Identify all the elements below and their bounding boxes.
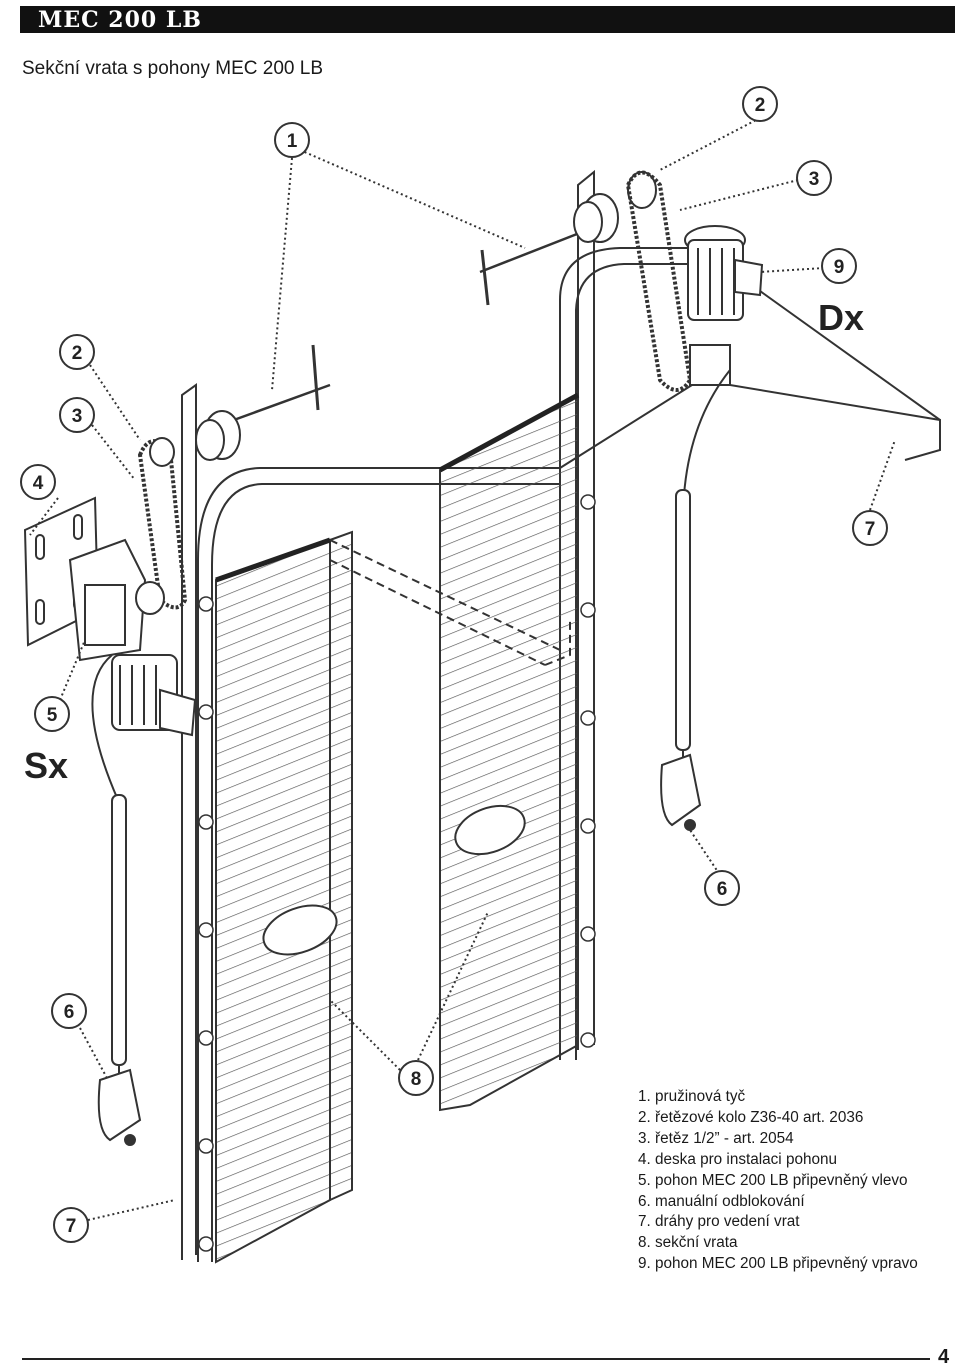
callout-3-left: 3 bbox=[72, 406, 83, 427]
callout-5: 5 bbox=[47, 705, 58, 726]
callout-7-left: 7 bbox=[66, 1216, 77, 1237]
callout-1: 1 bbox=[287, 131, 298, 152]
callout-6-right: 6 bbox=[717, 879, 728, 900]
callout-leaders bbox=[29, 117, 896, 1221]
callout-6-left: 6 bbox=[64, 1002, 75, 1023]
right-release-handle bbox=[660, 369, 731, 831]
legend-item-2: 2. řetězové kolo Z36-40 art. 2036 bbox=[638, 1108, 864, 1126]
horizontal-track bbox=[329, 247, 941, 666]
left-guide-rails bbox=[181, 383, 560, 1262]
footer-rule bbox=[22, 1358, 930, 1360]
left-door-panel bbox=[215, 530, 353, 1264]
callout-3-right: 3 bbox=[809, 169, 820, 190]
header-bar: MEC 200 LB bbox=[20, 6, 955, 33]
callout-circles bbox=[20, 86, 888, 1243]
legend-item-4: 4. deska pro instalaci pohonu bbox=[638, 1150, 837, 1168]
callout-2-right: 2 bbox=[755, 95, 766, 116]
right-chain-drive bbox=[573, 170, 693, 392]
left-release-handle bbox=[91, 654, 142, 1146]
left-rollers bbox=[198, 596, 214, 1252]
callout-2-left: 2 bbox=[72, 343, 83, 364]
legend-item-9: 9. pohon MEC 200 LB připevněný vpravo bbox=[638, 1255, 918, 1273]
legend-item-6: 6. manuální odblokování bbox=[638, 1192, 805, 1210]
right-motor bbox=[684, 225, 764, 386]
callout-9: 9 bbox=[834, 257, 845, 278]
left-chain-drive bbox=[137, 410, 241, 610]
callout-numbers: 1 2 3 9 7 6 2 3 4 5 6 7 8 bbox=[33, 95, 876, 1237]
spring-shaft bbox=[219, 223, 601, 427]
page-number: 4 bbox=[938, 1346, 950, 1368]
legend-item-8: 8. sekční vrata bbox=[638, 1234, 738, 1252]
right-door-panel bbox=[438, 392, 580, 1112]
callout-8: 8 bbox=[411, 1069, 422, 1090]
left-motor bbox=[68, 538, 197, 737]
legend-item-5: 5. pohon MEC 200 LB připevněný vlevo bbox=[638, 1171, 908, 1189]
page-subtitle: Sekční vrata s pohony MEC 200 LB bbox=[22, 58, 323, 79]
legend-item-3: 3. řetěz 1/2” - art. 2054 bbox=[638, 1129, 794, 1147]
callout-7-right: 7 bbox=[865, 519, 876, 540]
callout-4: 4 bbox=[33, 473, 44, 494]
header-title: MEC 200 LB bbox=[38, 7, 202, 33]
legend-item-1: 1. pružinová tyč bbox=[638, 1088, 746, 1105]
label-sx: Sx bbox=[24, 745, 68, 786]
parts-legend: 1. pružinová tyč 2. řetězové kolo Z36-40… bbox=[638, 1087, 918, 1275]
right-rollers bbox=[580, 494, 596, 1048]
label-dx: Dx bbox=[818, 297, 864, 338]
legend-item-7: 7. dráhy pro vedení vrat bbox=[638, 1213, 800, 1231]
